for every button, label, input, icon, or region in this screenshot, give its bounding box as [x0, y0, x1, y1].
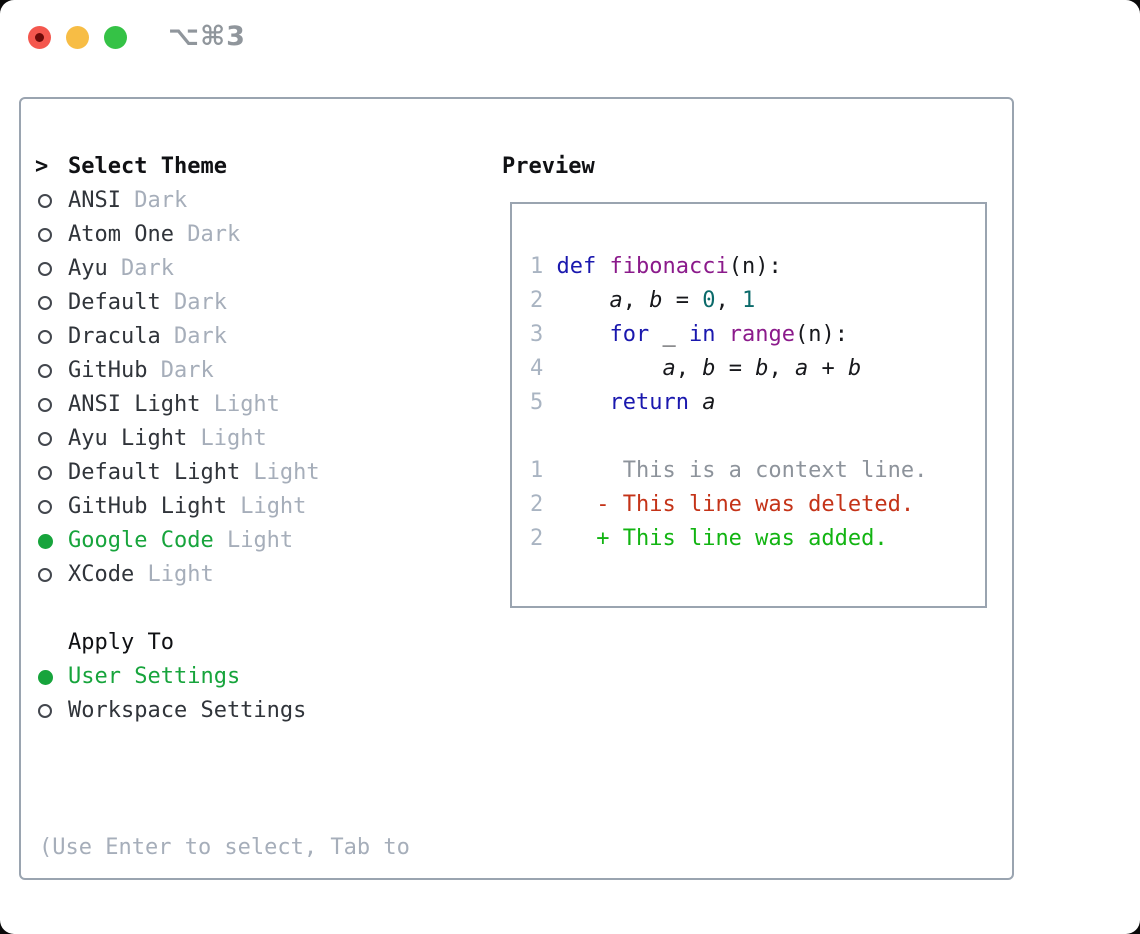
theme-item-ansi[interactable]: ANSI Dark [35, 184, 410, 218]
item-label: XCode [68, 562, 135, 587]
code-line: 1 This is a context line. [530, 458, 928, 483]
theme-item-ayu-light[interactable]: Ayu Light Light [35, 422, 410, 456]
radio-icon [38, 194, 52, 208]
help-line-1: (Use Enter to select, Tab to [39, 835, 410, 860]
theme-item-github[interactable]: GitHub Dark [35, 354, 410, 388]
apply-option-user-settings[interactable]: User Settings [35, 660, 410, 694]
item-variant-label: Dark [160, 290, 227, 315]
code-line: 1 def fibonacci(n): [530, 254, 782, 279]
item-label: Default [68, 290, 161, 315]
line-number: 2 [530, 526, 557, 551]
code-line: 2 - This line was deleted. [530, 492, 915, 517]
radio-icon [38, 296, 52, 310]
item-variant-label: Light [187, 426, 267, 451]
radio-icon [38, 500, 52, 514]
code-line: 5 return a [530, 390, 716, 415]
item-variant-label: Light [200, 392, 280, 417]
radio-icon [38, 466, 52, 480]
item-label: User Settings [68, 664, 241, 689]
preview-box: 1 def fibonacci(n): 2 a, b = 0, 1 3 for _ … [510, 202, 987, 608]
code-preview: 1 def fibonacci(n): 2 a, b = 0, 1 3 for _ … [512, 204, 985, 556]
item-variant-label: Dark [173, 222, 241, 247]
select-theme-title: Select Theme [68, 154, 227, 179]
item-label: Ayu [68, 256, 108, 281]
selection-chevron-icon: > [35, 154, 49, 179]
item-label: GitHub Light [68, 494, 227, 519]
theme-item-atom-one[interactable]: Atom One Dark [35, 218, 410, 252]
help-text: (Use Enter to select, Tab to change focu… [39, 762, 410, 934]
item-variant-label: Dark [107, 256, 174, 281]
select-theme-header: > Select Theme [35, 150, 410, 184]
close-button-dot-icon [35, 33, 44, 42]
radio-icon [38, 330, 52, 344]
apply-option-workspace-settings[interactable]: Workspace Settings [35, 694, 410, 728]
minimize-button[interactable] [66, 26, 89, 49]
line-number: 3 [530, 322, 557, 347]
item-variant-label: Dark [120, 188, 188, 213]
item-variant-label: Light [213, 528, 294, 553]
preview-header: Preview [502, 154, 595, 179]
radio-icon [38, 364, 52, 378]
spacer-row [35, 592, 410, 626]
item-variant-label: Dark [147, 358, 214, 383]
radio-icon [38, 398, 52, 412]
item-variant-label: Light [226, 494, 307, 519]
theme-item-default[interactable]: Default Dark [35, 286, 410, 320]
item-label: GitHub [68, 358, 148, 383]
code-line: 3 for _ in range(n): [530, 322, 848, 347]
theme-item-dracula[interactable]: Dracula Dark [35, 320, 410, 354]
item-label: Workspace Settings [68, 698, 307, 723]
item-label: Atom One [68, 222, 174, 247]
item-variant-label: Light [240, 460, 320, 485]
code-line: 2 a, b = 0, 1 [530, 288, 756, 313]
radio-icon [38, 262, 52, 276]
item-label: Google Code [68, 528, 214, 553]
item-variant-label: Light [134, 562, 214, 587]
code-line: 4 a, b = b, a + b [530, 356, 862, 381]
theme-item-xcode[interactable]: XCode Light [35, 558, 410, 592]
item-label: ANSI [68, 188, 121, 213]
zoom-button[interactable] [104, 26, 127, 49]
theme-item-ansi-light[interactable]: ANSI Light Light [35, 388, 410, 422]
theme-item-github-light[interactable]: GitHub Light Light [35, 490, 410, 524]
apply-to-header: Apply To [35, 626, 410, 660]
theme-item-google-code[interactable]: Google Code Light [35, 524, 410, 558]
line-number: 5 [530, 390, 557, 415]
theme-item-default-light[interactable]: Default Light Light [35, 456, 410, 490]
radio-icon [38, 432, 52, 446]
line-number: 4 [530, 356, 557, 381]
line-number: 2 [530, 288, 557, 313]
close-button[interactable] [28, 26, 51, 49]
radio-selected-icon [38, 669, 53, 685]
radio-icon [38, 228, 52, 242]
line-number: 2 [530, 492, 557, 517]
line-number: 1 [530, 254, 557, 279]
item-label: ANSI Light [68, 392, 201, 417]
titlebar: ⌥⌘3 [0, 0, 1140, 70]
radio-selected-icon [38, 533, 53, 549]
item-label: Dracula [68, 324, 161, 349]
apply-to-title: Apply To [68, 630, 174, 655]
spacer-row [35, 728, 410, 762]
item-label: Default Light [68, 460, 241, 485]
radio-icon [38, 704, 52, 718]
line-number: 1 [530, 458, 557, 483]
code-line [530, 420, 985, 454]
theme-item-ayu[interactable]: Ayu Dark [35, 252, 410, 286]
item-variant-label: Dark [160, 324, 227, 349]
radio-icon [38, 568, 52, 582]
code-line: 2 + This line was added. [530, 526, 888, 551]
item-label: Ayu Light [68, 426, 188, 451]
window-shortcut-label: ⌥⌘3 [168, 21, 246, 52]
